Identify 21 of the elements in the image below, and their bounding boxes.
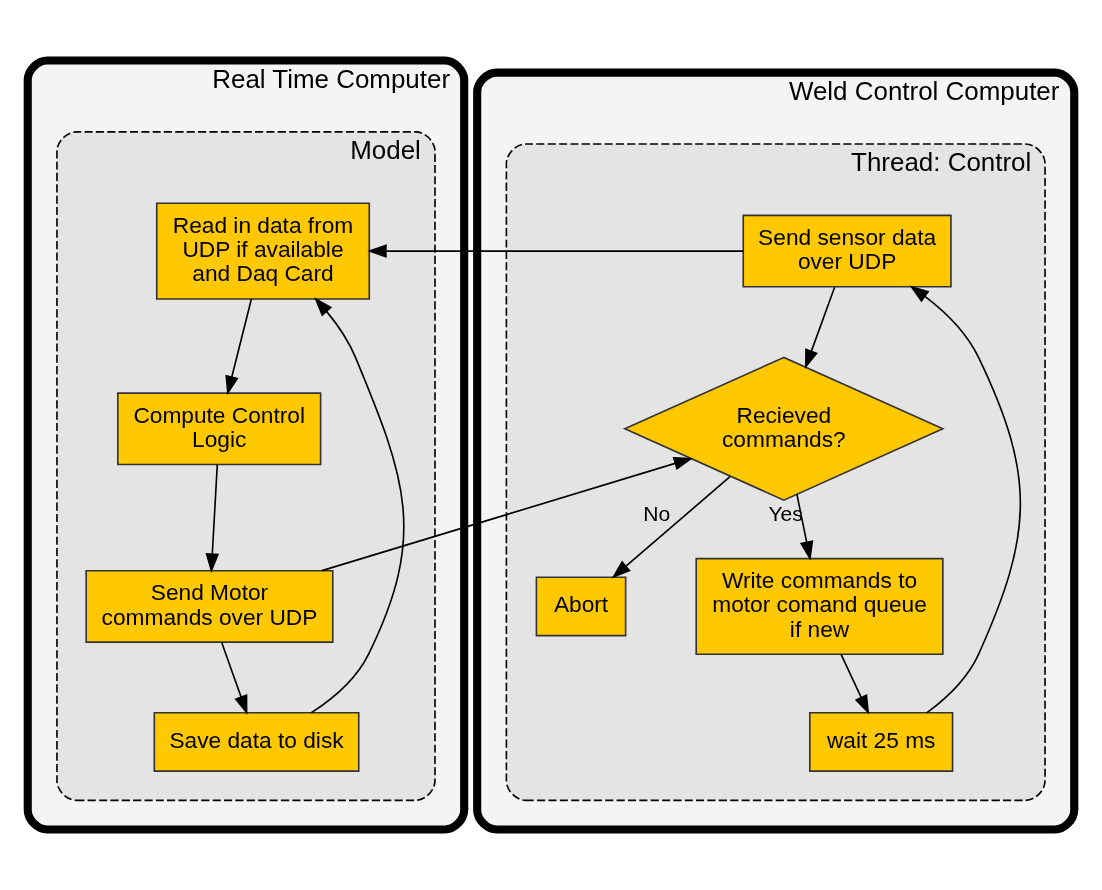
- arrow: [804, 286, 836, 369]
- node-diamond: Recieved commands?: [622, 356, 945, 502]
- arrow: [310, 297, 405, 714]
- arrow: [321, 457, 694, 572]
- node-box: Save data to disk: [153, 711, 360, 772]
- arrow: [221, 642, 248, 715]
- arrow: [611, 475, 731, 579]
- node-box: Read in data from UDP if available and Daq Card: [155, 202, 371, 300]
- node-box: wait 25 ms: [809, 711, 954, 772]
- arrow: [205, 464, 220, 573]
- node-box: Abort: [535, 576, 627, 637]
- node-box: Send sensor data over UDP: [742, 214, 952, 288]
- arrow: [909, 285, 1022, 714]
- node-box: Compute Control Logic: [117, 392, 322, 466]
- arrow: [367, 244, 744, 258]
- edge-label: No: [643, 502, 671, 526]
- node-box: Send Motor commands over UDP: [85, 569, 334, 643]
- node-box: Write commands to motor comand queue if new: [695, 557, 944, 656]
- arrow: [840, 653, 870, 715]
- arrow: [225, 298, 253, 396]
- arrow: [796, 493, 814, 561]
